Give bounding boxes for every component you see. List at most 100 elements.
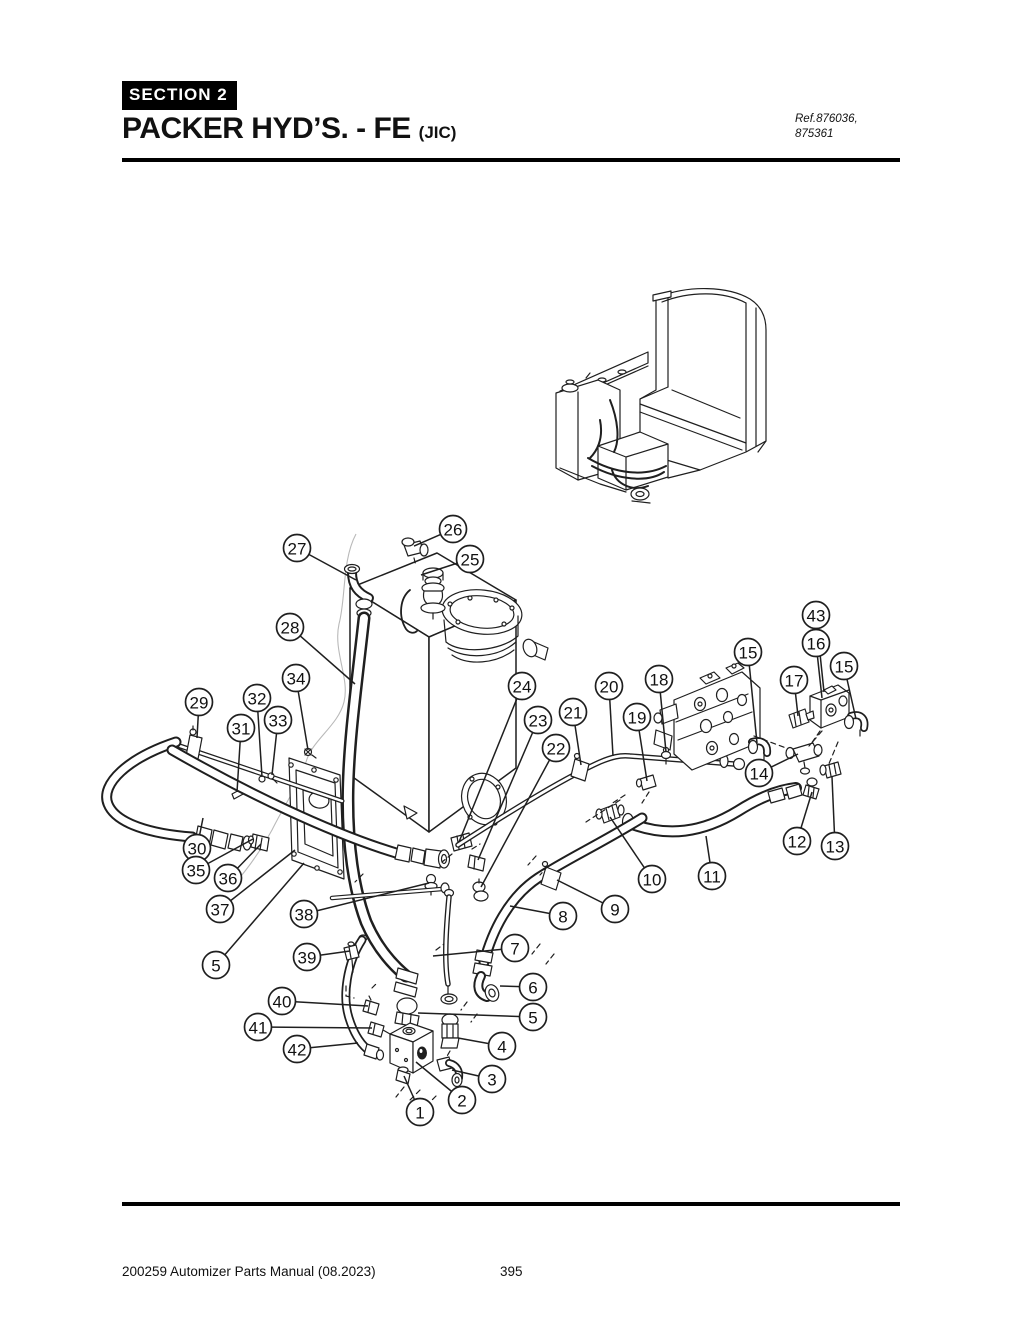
callout-bubble-22 bbox=[541, 733, 571, 763]
callout-leader-5 bbox=[417, 1012, 534, 1018]
callout-number-26: 26 bbox=[444, 521, 463, 540]
callout-number-43: 43 bbox=[807, 607, 826, 626]
callout-30: 30 bbox=[182, 833, 212, 863]
callout-leader-22 bbox=[480, 747, 557, 888]
callout-number-29: 29 bbox=[190, 694, 209, 713]
callout-number-9: 9 bbox=[610, 901, 619, 920]
callout-bubble-26 bbox=[438, 514, 468, 544]
callout-leader-38 bbox=[303, 882, 430, 915]
footer-rule bbox=[122, 1202, 900, 1206]
callout-number-27: 27 bbox=[288, 540, 307, 559]
callout-2: 2 bbox=[447, 1085, 477, 1115]
callout-bubble-33 bbox=[263, 705, 293, 735]
fitting-39 bbox=[343, 941, 360, 973]
callout-bubble-43 bbox=[801, 600, 831, 630]
truck-overview-illustration bbox=[555, 288, 767, 504]
callout-number-16: 16 bbox=[807, 635, 826, 654]
callout-39: 39 bbox=[292, 942, 322, 972]
callout-bubble-36 bbox=[213, 863, 243, 893]
callout-15: 15 bbox=[829, 651, 859, 681]
callout-18: 18 bbox=[644, 664, 674, 694]
callout-number-36: 36 bbox=[219, 870, 238, 889]
callout-40: 40 bbox=[267, 986, 297, 1016]
callout-24: 24 bbox=[507, 671, 537, 701]
callout-number-22: 22 bbox=[547, 740, 566, 759]
callout-number-17: 17 bbox=[785, 672, 804, 691]
header-rule bbox=[122, 158, 900, 162]
callout-number-39: 39 bbox=[298, 949, 317, 968]
callout-number-3: 3 bbox=[487, 1071, 496, 1090]
callout-number-38: 38 bbox=[295, 906, 314, 925]
fitting-19 bbox=[635, 774, 657, 804]
callout-number-40: 40 bbox=[273, 993, 292, 1012]
callout-bubble-37 bbox=[205, 894, 235, 924]
callout-number-8: 8 bbox=[558, 908, 567, 927]
fitting-12 bbox=[802, 777, 820, 800]
callout-bubble-31 bbox=[226, 713, 256, 743]
elbow-15-left bbox=[747, 737, 772, 762]
callout-4: 4 bbox=[487, 1031, 517, 1061]
callout-7: 7 bbox=[500, 933, 530, 963]
callout-32: 32 bbox=[242, 683, 272, 713]
callout-bubble-21 bbox=[558, 697, 588, 727]
callout-bubble-42 bbox=[282, 1034, 312, 1064]
callout-bubble-2 bbox=[447, 1085, 477, 1115]
callout-bubble-4 bbox=[487, 1031, 517, 1061]
ref-line-2: 875361 bbox=[795, 127, 834, 140]
callout-number-10: 10 bbox=[643, 871, 662, 890]
callout-38: 38 bbox=[289, 899, 319, 929]
callout-28: 28 bbox=[275, 612, 305, 642]
callout-bubble-15 bbox=[829, 651, 859, 681]
callout-22: 22 bbox=[541, 733, 571, 763]
callout-number-21: 21 bbox=[564, 704, 583, 723]
callout-bubble-35 bbox=[181, 855, 211, 885]
fitting-13 bbox=[819, 761, 842, 779]
callout-number-7: 7 bbox=[510, 940, 519, 959]
callout-bubble-20 bbox=[594, 671, 624, 701]
callout-27: 27 bbox=[282, 533, 312, 563]
callout-number-5: 5 bbox=[211, 957, 220, 976]
callout-bubble-6 bbox=[518, 972, 548, 1002]
callout-25: 25 bbox=[455, 544, 485, 574]
callout-bubble-7 bbox=[500, 933, 530, 963]
callout-number-14: 14 bbox=[750, 765, 769, 784]
tank-elbow-fitting bbox=[343, 563, 374, 603]
callout-bubble-15 bbox=[733, 637, 763, 667]
callout-16: 16 bbox=[801, 628, 831, 658]
callout-bubble-13 bbox=[820, 831, 850, 861]
callout-bubble-10 bbox=[637, 864, 667, 894]
callout-bubble-14 bbox=[744, 758, 774, 788]
callout-bubble-24 bbox=[507, 671, 537, 701]
ref-numbers: Ref.876036, 875361 bbox=[795, 112, 900, 142]
callout-number-34: 34 bbox=[287, 670, 306, 689]
footer-page-number: 395 bbox=[500, 1264, 523, 1279]
callout-9: 9 bbox=[600, 894, 630, 924]
ghost-body-outline bbox=[235, 533, 357, 883]
callout-8: 8 bbox=[548, 901, 578, 931]
solenoid-valve-block bbox=[809, 684, 850, 745]
callout-35: 35 bbox=[181, 855, 211, 885]
callout-bubble-8 bbox=[548, 901, 578, 931]
filler-breather-assembly bbox=[400, 537, 549, 663]
callout-bubble-39 bbox=[292, 942, 322, 972]
callout-number-6: 6 bbox=[528, 979, 537, 998]
callout-bubble-9 bbox=[600, 894, 630, 924]
footer-text: 200259 Automizer Parts Manual (08.2023) bbox=[122, 1264, 376, 1279]
callout-bubble-1 bbox=[405, 1097, 435, 1127]
callout-bubble-16 bbox=[801, 628, 831, 658]
callout-bubble-40 bbox=[267, 986, 297, 1016]
callout-number-4: 4 bbox=[497, 1038, 506, 1057]
callout-29: 29 bbox=[184, 687, 214, 717]
title-row: PACKER HYD’S. - FE (JIC) Ref.876036, 875… bbox=[122, 112, 900, 146]
callout-bubble-17 bbox=[779, 665, 809, 695]
callout-13: 13 bbox=[820, 831, 850, 861]
callout-bubble-27 bbox=[282, 533, 312, 563]
callout-number-41: 41 bbox=[249, 1019, 268, 1038]
callout-19: 19 bbox=[622, 702, 652, 732]
page-title-suffix: (JIC) bbox=[418, 123, 457, 142]
callout-number-31: 31 bbox=[232, 720, 251, 739]
callout-23: 23 bbox=[523, 705, 553, 735]
